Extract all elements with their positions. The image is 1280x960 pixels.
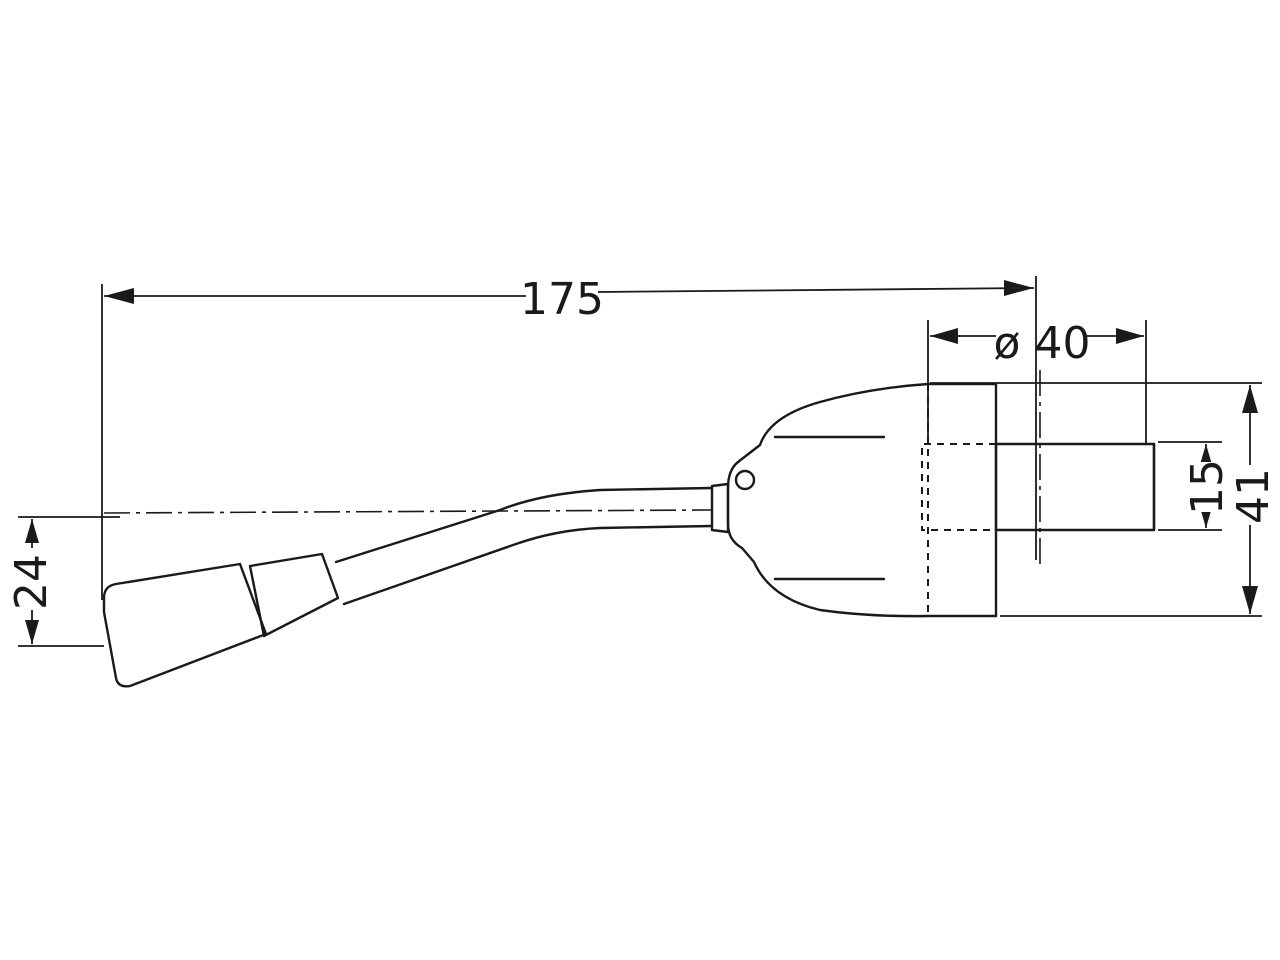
dimension-overall-length: 175 [104, 274, 1035, 325]
dimension-label-175: 175 [520, 274, 604, 325]
dimension-label-15: 15 [1182, 459, 1233, 515]
switch-housing [726, 382, 1156, 618]
arrow-left-icon [930, 328, 958, 344]
switch-lever [102, 482, 730, 688]
arrow-right-icon [1004, 280, 1034, 296]
arrow-up-icon [25, 519, 39, 543]
arrow-right-icon [1116, 328, 1144, 344]
arrow-down-icon [1242, 586, 1258, 614]
dimension-knob-offset: 24 [6, 519, 57, 644]
dimension-bore-height: 15 [1182, 444, 1233, 528]
center-lines [103, 370, 1041, 570]
screw-hole-icon [734, 469, 756, 491]
dimension-housing-diameter: ø 40 [930, 318, 1144, 369]
dimension-housing-height: 41 [1228, 385, 1279, 614]
arrow-up-icon [1242, 385, 1258, 413]
arrow-down-icon [25, 620, 39, 644]
lever-knob [102, 562, 268, 688]
dimension-label-24: 24 [6, 554, 57, 610]
dimension-label-diameter: ø 40 [994, 318, 1091, 369]
arrow-left-icon [104, 288, 134, 304]
dimension-label-41: 41 [1228, 468, 1279, 524]
